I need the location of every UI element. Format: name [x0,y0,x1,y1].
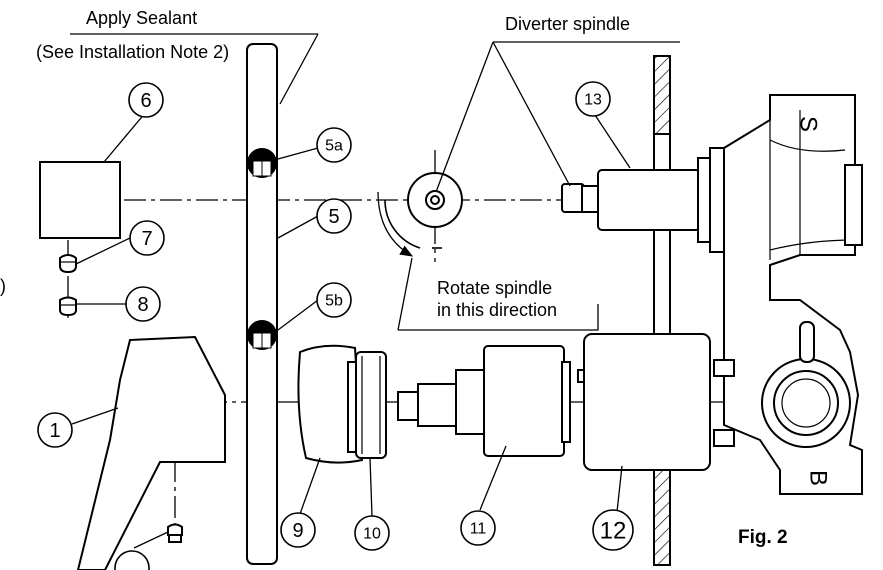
part-13-diverter-body [561,147,725,253]
part-6-cover [39,161,121,239]
svg-text:13: 13 [584,92,602,109]
part-7-cap [59,254,77,274]
port-b-marking: B [805,470,832,486]
callout-5: 5 [316,198,352,234]
handle-1 [76,335,226,570]
svg-text:11: 11 [470,521,487,538]
valve-body [713,94,863,495]
svg-text:8: 8 [137,294,148,316]
part-11-cartridge [397,345,571,457]
svg-text:6: 6 [140,90,151,112]
note-diverter-spindle: Diverter spindle [505,14,630,34]
callout-11: 11 [460,510,496,546]
callout-8: 8 [125,286,161,322]
callout-9: 9 [280,512,316,548]
port-s-marking: S [795,116,822,132]
edge-text-fragment: ) [0,276,6,296]
part-12-sleeve [577,333,711,471]
callout-7: 7 [129,220,165,256]
svg-text:1: 1 [49,420,60,442]
note-rotate-line2: in this direction [437,300,557,320]
callout-12: 12 [592,509,634,551]
callout-6: 6 [128,82,164,118]
note-rotate-line1: Rotate spindle [437,278,552,298]
svg-text:7: 7 [141,228,152,250]
wall-section [653,55,671,566]
svg-text:12: 12 [600,518,627,545]
callout-13: 13 [575,81,611,117]
diverter-spindle-front [384,172,463,249]
note-apply-sealant: Apply Sealant [86,8,197,28]
svg-text:10: 10 [363,526,381,543]
note-see-installation: (See Installation Note 2) [36,42,229,62]
sealant-point-5b [247,320,277,350]
callout-10: 10 [354,515,390,551]
sealant-point-5a [247,148,277,178]
callout-5a: 5a [316,127,352,163]
callout-partial-bottom [114,550,150,570]
handle-screw [167,523,183,543]
part-10-nut [347,351,387,459]
leader-lines [70,33,680,549]
svg-text:5: 5 [328,206,339,228]
wall-plate-5 [246,43,278,565]
callout-1: 1 [37,412,73,448]
callout-5b: 5b [316,282,352,318]
svg-text:5b: 5b [325,293,343,310]
rotate-direction-arrow [377,191,414,257]
part-9-ring [297,344,364,464]
svg-text:5a: 5a [325,138,343,155]
svg-text:9: 9 [292,520,303,542]
figure-caption: Fig. 2 [738,527,788,548]
part-8-cap [59,296,77,317]
